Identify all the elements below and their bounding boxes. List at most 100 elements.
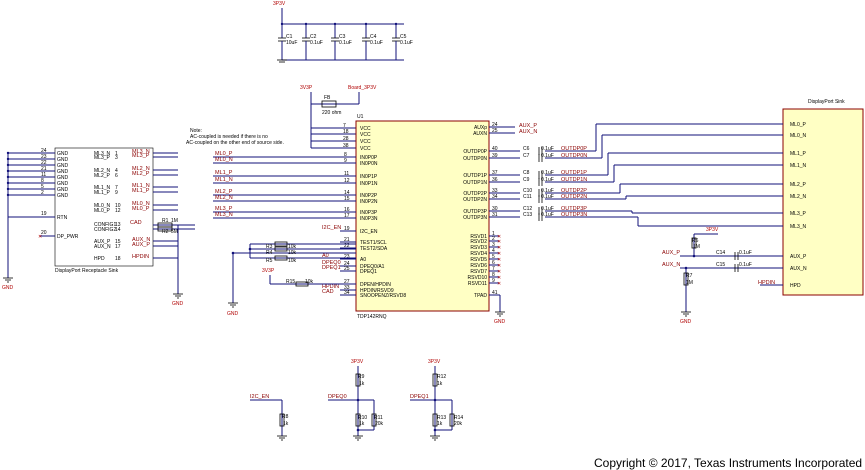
ic-left-net: ML2_N (215, 195, 233, 201)
ic-right-pin-num: 36 (492, 177, 498, 183)
ic-right-pin-name: OUTDP2N (463, 197, 487, 203)
left-pin-name: ML2_N (94, 168, 111, 174)
ic-right-pin-name: OUTDP0P (463, 149, 487, 155)
r9-ref: R9 (358, 374, 365, 380)
ic-left-pin-name: IN0P0N (360, 161, 378, 167)
gnd-pin-num: 2 (41, 190, 44, 196)
ic-right-pin-num: 34 (492, 194, 498, 200)
left-pin-num: 4 (115, 168, 118, 174)
ic-left-pin-name: A0 (360, 257, 366, 263)
ac-cap-ref: C6 (523, 146, 530, 152)
gnd-symbol-ic-left: GND (227, 302, 239, 317)
dpeq1-rail: 3P3V (428, 359, 441, 365)
ic-right-pin-name: OUTDP1N (463, 180, 487, 186)
r13-ref: R13 (437, 415, 446, 421)
right-conn-pin-name: ML2_P (790, 182, 807, 188)
cap-ref: C2 (310, 34, 317, 40)
left-pin-num: 12 (115, 208, 121, 214)
ferrite-left-net: 3V3P (300, 85, 313, 91)
i2c-en-net-bottom: I2C_EN (250, 394, 269, 400)
gnd-pin-num: 21 (41, 166, 47, 172)
ic-left-net: ML0_N (215, 157, 233, 163)
no-connect-mark: ✕ (497, 257, 501, 263)
ic-right-pin-name: RSVD1 (470, 234, 487, 240)
ac-cap-value: 0.1uF (541, 146, 554, 152)
outdp-net: OUTDP1P (561, 170, 587, 176)
ic-left-pin-name: IN0P3P (360, 210, 378, 216)
ic-left-pin-num: 16 (344, 207, 350, 213)
vcc-pin-name: VCC (360, 146, 371, 152)
no-connect-mark: ✕ (497, 275, 501, 281)
gnd-pin-num: 11 (41, 172, 46, 178)
ic-right-pin-num: 39 (492, 153, 498, 159)
ac-cap-value: 0.1uF (541, 212, 554, 218)
right-conn-pin-name: ML3_N (790, 224, 807, 230)
ic-right-pin-name: OUTDP3P (463, 209, 487, 215)
r12-ref: R12 (437, 374, 446, 380)
ic-left-net: ML1_N (215, 177, 233, 183)
r13-value: 1k (437, 421, 443, 427)
ic-right-pin-num: 5 (492, 254, 495, 260)
left-pin-num: 10 (115, 203, 121, 209)
r7-value: 1M (686, 280, 693, 286)
ic-left-net: HPDIN (322, 284, 339, 290)
cap-ref: C4 (370, 34, 377, 40)
cap-ref: C3 (339, 34, 346, 40)
dp-pwr-label: DP_PWR (57, 234, 79, 240)
cap-ref: C5 (400, 34, 407, 40)
svg-text:GND: GND (2, 285, 14, 291)
ic-left-pin-num: 21 (344, 237, 350, 243)
left-pin-name: ML2_P (94, 173, 111, 179)
right-connector-title: DisplayPort Sink (808, 99, 845, 105)
ic-right-pin-num: 33 (492, 188, 498, 194)
aux-n-net-right: AUX_N (662, 262, 680, 268)
right-connector-body (782, 108, 864, 296)
vcc-pin-name: VCC (360, 132, 371, 138)
ac-cap-ref: C13 (523, 212, 532, 218)
ic-left-net: A0 (322, 253, 329, 259)
gnd-symbol-tpad: GND (494, 311, 506, 325)
r15-ref: R15 (286, 279, 295, 285)
ic-left-pin-num: 34 (344, 290, 350, 296)
r9-value: 1k (359, 381, 365, 387)
hpdin-net-right: HPDIN (758, 280, 775, 286)
ic-left-pin-name: DPEQ1 (360, 269, 377, 275)
left-pin-num: 13 (115, 222, 121, 228)
ic-left-pin-num: 14 (344, 190, 350, 196)
r14-value: 20k (454, 421, 463, 427)
ic-right-pin-name: RSVD11 (468, 281, 487, 287)
ic-left-net: ML3_P (215, 206, 233, 212)
left-pin-num: 3 (115, 155, 118, 161)
ic-left-net: I2C_EN (322, 225, 341, 231)
ic-right-pin-name: OUTDP2P (463, 191, 487, 197)
ic-right-pin-name: RSVD5 (470, 257, 487, 263)
ferrite-right-net: Board_3P3V (348, 85, 377, 91)
note-line-1: Note: (190, 128, 202, 134)
ic-left-pin-name: IN0P1P (360, 174, 378, 180)
outdp-net: OUTDP0N (561, 153, 587, 159)
no-connect-mark: ✕ (497, 281, 501, 287)
gnd-pin-num: 5 (41, 184, 44, 190)
ic-right-pin-name: OUTDP3N (463, 215, 487, 221)
r11-value: 20k (375, 421, 384, 427)
r6-rail: 3P3V (706, 227, 719, 233)
rtn-pin-num: 19 (41, 211, 47, 217)
r3-value: 10k (288, 244, 297, 250)
left-pin-num: 7 (115, 185, 118, 191)
cap-ref: C1 (286, 34, 293, 40)
gnd-pin-num: 22 (41, 160, 47, 166)
dpeq0-net-bottom: DPEQ0 (328, 394, 347, 400)
ferrite-ref: FB (324, 95, 331, 101)
ic-right-pin-num: 3 (492, 242, 495, 248)
ic-right-pin-name: RSVD10 (468, 275, 488, 281)
c14-ref: C14 (716, 250, 725, 256)
right-conn-pin-name: ML2_N (790, 194, 807, 200)
ac-cap-value: 0.1uF (541, 206, 554, 212)
cap-value: 0.1uF (400, 40, 413, 46)
